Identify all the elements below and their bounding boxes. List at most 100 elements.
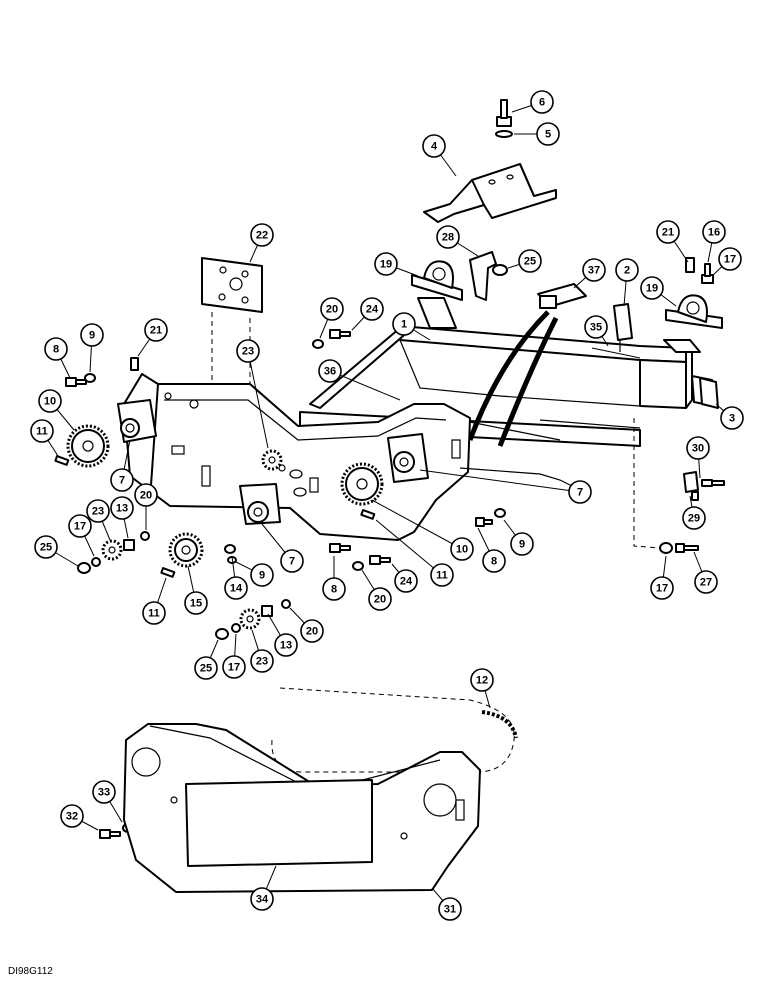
callout-31: 31 <box>431 887 462 921</box>
callout-20: 20 <box>289 607 324 643</box>
callout-27: 27 <box>693 551 718 594</box>
sprocket-part <box>101 539 123 561</box>
callout-circle <box>650 576 674 600</box>
callout-20: 20 <box>319 297 344 339</box>
callout-36: 36 <box>318 359 401 401</box>
callout-25: 25 <box>507 249 542 273</box>
callout-circle <box>530 90 554 114</box>
callout-10: 10 <box>371 499 474 561</box>
callout-number: 10 <box>456 544 468 556</box>
callout-circle <box>300 619 324 643</box>
callout-circle <box>482 549 506 573</box>
callout-21: 21 <box>656 220 689 263</box>
electrical-module-part <box>613 303 633 352</box>
callout-32: 32 <box>60 804 99 831</box>
callout-number: 2 <box>624 265 630 277</box>
callout-number: 19 <box>646 283 658 295</box>
callout-number: 20 <box>326 304 338 316</box>
callout-number: 8 <box>53 344 59 356</box>
flange-bearing-part <box>387 433 429 483</box>
callout-circle <box>536 122 560 146</box>
callout-number: 9 <box>519 539 525 551</box>
callout-23: 23 <box>236 339 269 449</box>
callout-number: 15 <box>190 598 202 610</box>
side-plate-part <box>123 373 581 541</box>
callout-30: 30 <box>686 436 710 479</box>
callout-number: 10 <box>44 396 56 408</box>
flange-bearing-part <box>239 483 281 525</box>
callout-circle <box>250 563 274 587</box>
callout-circle <box>60 804 84 828</box>
callout-17: 17 <box>222 633 246 679</box>
callout-leader-line <box>371 499 463 550</box>
callout-circle <box>568 480 592 504</box>
callout-11: 11 <box>142 577 167 625</box>
callout-6: 6 <box>511 90 554 114</box>
callout-circle <box>450 537 474 561</box>
callout-circle <box>224 576 248 600</box>
callout-10: 10 <box>38 389 75 431</box>
callout-number: 13 <box>116 503 128 515</box>
callout-circle <box>394 569 418 593</box>
callout-35: 35 <box>584 315 609 347</box>
callout-circle <box>222 655 246 679</box>
callout-circle <box>582 258 606 282</box>
callout-leader-line <box>419 469 581 493</box>
callout-number: 8 <box>331 584 337 596</box>
callout-13: 13 <box>110 496 134 539</box>
callout-circle <box>80 323 104 347</box>
sprocket-part <box>66 424 110 468</box>
callout-7: 7 <box>110 439 134 492</box>
callout-circle <box>92 780 116 804</box>
callout-number: 25 <box>524 256 536 268</box>
callout-number: 11 <box>436 570 448 582</box>
callout-number: 32 <box>66 811 78 823</box>
drive-chain-part <box>271 687 518 773</box>
fastener-parts <box>54 329 725 839</box>
callout-7: 7 <box>261 523 304 573</box>
callout-circle <box>470 668 494 692</box>
callout-number: 17 <box>74 521 86 533</box>
washer-part <box>495 130 513 138</box>
callout-circle <box>422 134 446 158</box>
callout-20: 20 <box>134 483 158 530</box>
callout-circle <box>374 252 398 276</box>
callout-circle <box>236 339 260 363</box>
callout-number: 13 <box>280 640 292 652</box>
relay-bracket-part <box>537 283 587 309</box>
callout-number: 23 <box>242 346 254 358</box>
callout-circle <box>320 297 344 321</box>
callout-number: 17 <box>228 662 240 674</box>
callout-1: 1 <box>392 312 431 341</box>
callout-number: 11 <box>148 608 160 620</box>
callout-circle <box>250 887 274 911</box>
cover-plate-part <box>201 257 263 313</box>
callout-circle <box>360 297 384 321</box>
callout-number: 25 <box>40 542 52 554</box>
callout-number: 17 <box>656 583 668 595</box>
callout-23: 23 <box>86 499 111 541</box>
callout-circle <box>694 570 718 594</box>
callout-19: 19 <box>374 252 419 277</box>
callout-14: 14 <box>224 555 248 600</box>
callout-circle <box>250 649 274 673</box>
callout-circle <box>34 535 58 559</box>
callout-number: 17 <box>724 254 736 266</box>
callout-circle <box>430 563 454 587</box>
callout-number: 22 <box>256 230 268 242</box>
sprocket-part <box>168 532 204 568</box>
sprocket-part <box>239 608 261 630</box>
callout-9: 9 <box>503 519 534 556</box>
mounting-bracket-part <box>423 163 557 223</box>
callout-5: 5 <box>514 122 560 146</box>
callout-number: 35 <box>590 322 602 334</box>
callout-circle <box>656 220 680 244</box>
callout-number: 37 <box>588 265 600 277</box>
callout-circle <box>68 514 92 538</box>
callout-number: 14 <box>230 583 243 595</box>
callout-circle <box>142 601 166 625</box>
callout-11: 11 <box>30 419 59 457</box>
flange-bearing-part <box>117 399 157 443</box>
callout-circle <box>184 591 208 615</box>
callout-circle <box>682 506 706 530</box>
